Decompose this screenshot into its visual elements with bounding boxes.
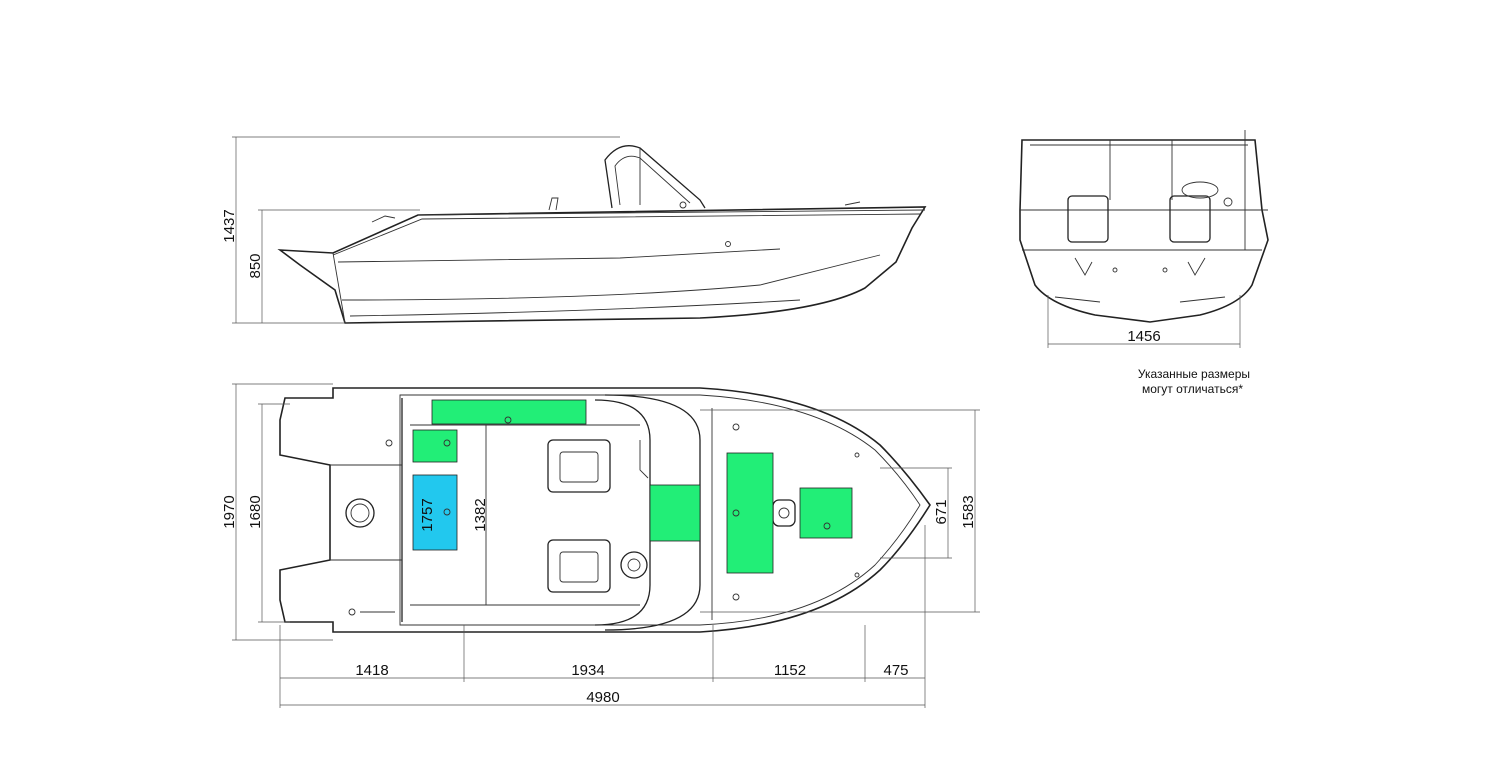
dim-1418: 1418 — [355, 662, 388, 679]
dim-1382: 1382 — [472, 498, 489, 531]
steering-wheel — [620, 551, 648, 579]
plan-view: 1757 1382 1970 1680 1583 671 1418 1934 1… — [221, 383, 980, 708]
rear-seat-right — [1169, 195, 1211, 243]
green-bench-top — [431, 399, 587, 425]
windshield — [604, 145, 706, 209]
rear-hull — [1019, 139, 1269, 323]
side-hull — [277, 206, 927, 324]
dim-1152: 1152 — [774, 662, 806, 679]
dim-1970: 1970 — [221, 495, 238, 528]
side-view: 1437 850 — [221, 136, 927, 324]
stern-hatch — [345, 498, 375, 528]
note-line-2: могут отличаться* — [1142, 382, 1243, 396]
dim-1583: 1583 — [960, 495, 977, 528]
green-locker-small — [412, 429, 458, 463]
dim-671: 671 — [933, 499, 950, 524]
green-console-strip — [649, 484, 701, 542]
seat-left — [547, 439, 611, 493]
dim-1680: 1680 — [247, 495, 264, 528]
rear-view: 1456 — [1019, 130, 1269, 348]
dim-1456: 1456 — [1127, 328, 1160, 345]
storage-areas — [412, 399, 853, 574]
dim-475: 475 — [883, 662, 908, 679]
green-foredeck-large — [726, 452, 774, 574]
dim-1437: 1437 — [221, 209, 238, 242]
dim-850: 850 — [247, 253, 264, 278]
note-line-1: Указанные размеры — [1138, 367, 1250, 381]
dim-1934: 1934 — [571, 662, 604, 679]
dim-1757: 1757 — [419, 498, 436, 531]
seat-right — [547, 539, 611, 593]
dim-4980: 4980 — [586, 689, 619, 706]
rear-seat-left — [1067, 195, 1109, 243]
green-foredeck-small — [799, 487, 853, 539]
